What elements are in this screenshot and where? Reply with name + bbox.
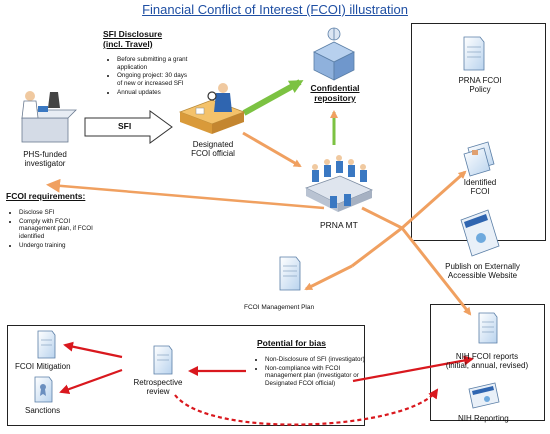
publish-label: Publish on Externally Accessible Website (430, 262, 535, 280)
official-label: Designated FCOI official (183, 140, 243, 158)
investigator-label-line1: PHS-funded (23, 150, 67, 159)
prna-mt-label: PRNA MT (320, 220, 358, 230)
repository-label-line2: repository (314, 92, 356, 103)
nih-reporting-label: NIH Reporting (458, 414, 509, 423)
official-label-line2: FCOI official (191, 149, 235, 159)
policy-label-line2: Policy (469, 85, 491, 95)
nih-reports-line1: NIH FCOI reports (455, 352, 519, 361)
nih-reports-line2: (initial, annual, revised) (445, 361, 529, 371)
sfi-arrow-label: SFI (118, 121, 132, 131)
publish-label-line1: Publish on Externally (445, 262, 520, 271)
mitigation-label: FCOI Mitigation (15, 362, 71, 371)
list-item: Ongoing project: 30 days of new or incre… (117, 72, 189, 87)
retro-label-line1: Retrospective (133, 378, 183, 387)
sanctions-label: Sanctions (25, 406, 61, 415)
retrospective-label: Retrospective review (127, 378, 189, 396)
list-item: Annual updates (117, 89, 189, 97)
page-title: Financial Conflict of Interest (FCOI) il… (142, 2, 408, 17)
list-item: Disclose SFI (19, 209, 93, 217)
nih-reporting-icon (468, 382, 500, 409)
list-item: Non-compliance with FCOI management plan… (265, 365, 369, 388)
nih-reports-label: NIH FCOI reports (initial, annual, revis… (432, 352, 542, 370)
list-item: Undergo training (19, 242, 93, 250)
publish-label-line2: Accessible Website (447, 271, 518, 281)
policy-label-line1: PRNA FCOI (458, 76, 502, 85)
sfi-heading-line2: (incl. Travel) (103, 38, 153, 49)
official-label-line1: Designated (192, 140, 234, 149)
sfi-disclosure-list: Before submitting a grant application On… (108, 56, 189, 97)
repository-label-line1: Confidential (310, 83, 360, 93)
list-item: Before submitting a grant application (117, 56, 189, 71)
sfi-disclosure-heading: SFI Disclosure (incl. Travel) (103, 29, 163, 50)
investigator-label-line2: investigator (24, 159, 66, 169)
list-item: Non-Disclosure of SFI (investigator) (265, 356, 369, 364)
green-arrows (242, 79, 338, 145)
identified-label-line1: Identified (463, 178, 497, 187)
investigator-label: PHS-funded investigator (14, 150, 76, 168)
list-item: Comply with FCOI management plan, if FCO… (19, 218, 93, 241)
sanctions-icon (34, 376, 53, 403)
identified-fcoi-label: Identified FCOI (440, 178, 520, 196)
official-icon (178, 83, 246, 134)
sfi-arrow (84, 110, 173, 144)
management-plan-label: FCOI Management Plan (244, 304, 315, 311)
retro-label-line2: review (146, 387, 170, 397)
identified-fcoi-icon (463, 141, 495, 177)
orange-arrows (46, 131, 472, 316)
identified-label-line2: FCOI (470, 187, 490, 197)
repository-label: Confidential repository (300, 83, 370, 104)
bias-list: Non-Disclosure of SFI (investigator) Non… (256, 356, 369, 389)
prna-mt-icon (304, 155, 374, 212)
policy-label: PRNA FCOI Policy (440, 76, 520, 94)
requirements-list: Disclose SFI Comply with FCOI management… (10, 209, 93, 250)
red-arrows (59, 341, 474, 426)
website-icon (460, 209, 500, 257)
investigator-icon (21, 91, 77, 143)
requirements-heading: FCOI requirements: (6, 191, 86, 201)
right-panel-frame (411, 23, 546, 241)
repository-icon (313, 27, 355, 81)
bias-heading: Potential for bias (257, 338, 326, 348)
sfi-heading-line1: SFI Disclosure (103, 29, 163, 39)
